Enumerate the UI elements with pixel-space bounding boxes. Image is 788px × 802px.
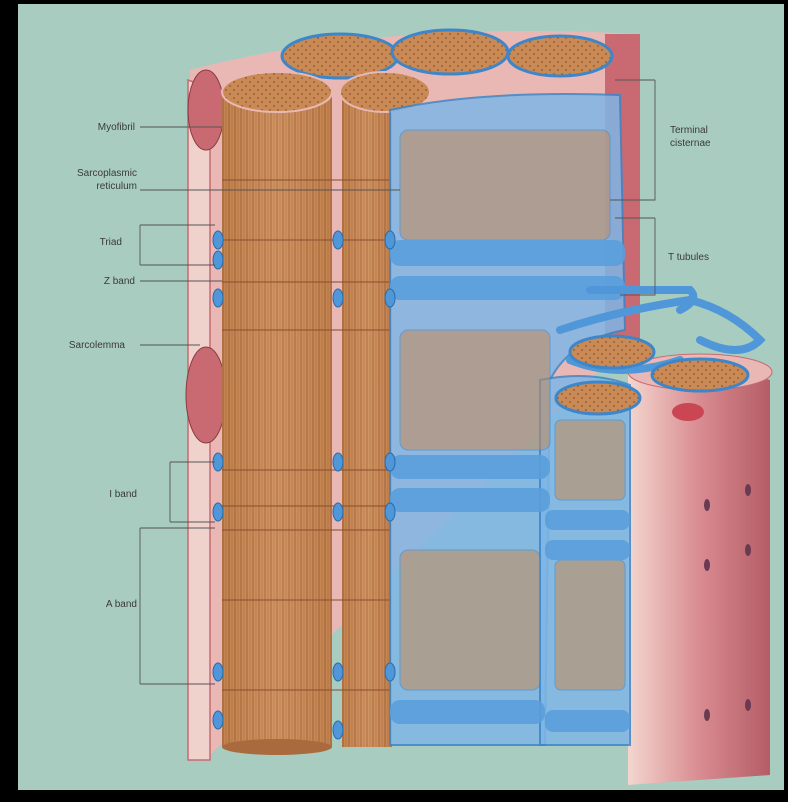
label-sarcolemma: Sarcolemma [69, 340, 126, 351]
label-triad: Triad [100, 237, 122, 248]
label-sarcoplasmic-reticulum-line1: Sarcoplasmic [77, 168, 137, 179]
label-terminal-cisternae-line2: cisternae [670, 138, 711, 149]
label-a-band: A band [106, 599, 137, 610]
label-terminal-cisternae-line1: Terminal [670, 125, 708, 136]
myofibril-tops-back [282, 30, 612, 78]
sarcoplasmic-reticulum [390, 94, 630, 745]
nucleus-right [672, 403, 704, 421]
label-z-band: Z band [104, 276, 135, 287]
label-sarcoplasmic-reticulum-line2: reticulum [96, 181, 137, 192]
label-i-band: I band [109, 489, 137, 500]
label-t-tubules: T tubules [668, 252, 709, 263]
nucleus-left-upper [188, 70, 224, 150]
nucleus-left-lower [186, 347, 226, 443]
myofibril-column-1 [222, 72, 332, 755]
label-myofibril: Myofibril [98, 122, 135, 133]
